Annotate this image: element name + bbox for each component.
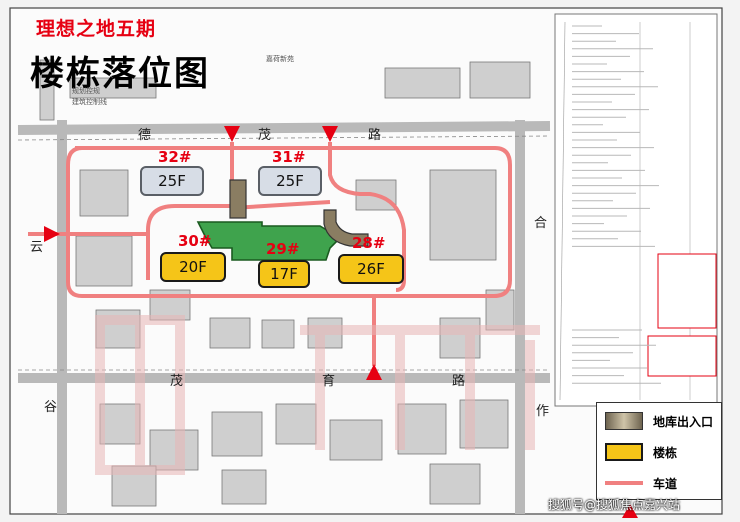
building-swatch-icon: [605, 443, 643, 461]
street-south-1: 茂: [170, 374, 184, 389]
street-north-2: 茂: [258, 128, 272, 143]
street-southwest: 谷: [44, 400, 58, 415]
note-neighbor: 嘉荷新苑: [266, 55, 294, 63]
legend-item-road: 车道: [605, 473, 677, 493]
legend: 地库出入口 楼栋 车道: [596, 402, 722, 500]
garage-entrance: [229, 179, 369, 247]
building-31[interactable]: 25F: [258, 166, 322, 196]
project-title: 理想之地五期: [36, 18, 157, 40]
watermark-logo: [95, 315, 540, 475]
building-28[interactable]: 26F: [338, 254, 404, 284]
legend-item-building: 楼栋: [605, 442, 677, 462]
street-east: 合: [534, 216, 548, 231]
city-roads: [17, 120, 551, 514]
entrance-arrows: [44, 126, 638, 518]
building-number-28: 28#: [352, 234, 386, 252]
legend-label-building: 楼栋: [653, 445, 678, 460]
building-number-32: 32#: [158, 148, 192, 166]
building-29[interactable]: 17F: [258, 260, 310, 288]
legend-label-road: 车道: [653, 476, 678, 491]
building-number-30: 30#: [178, 232, 212, 250]
building-32[interactable]: 25F: [140, 166, 204, 196]
street-west: 云: [30, 240, 44, 255]
building-number-29: 29#: [266, 240, 300, 258]
building-number-31: 31#: [272, 148, 306, 166]
page-title: 楼栋落位图: [30, 54, 210, 94]
street-southeast: 作: [536, 404, 550, 419]
road-swatch-icon: [605, 481, 643, 485]
note-control-2: 建筑控制线: [72, 98, 107, 106]
street-south-3: 路: [452, 374, 466, 389]
surrounding-blocks: [39, 59, 531, 507]
green-footprint: [196, 221, 342, 261]
note-control-1: 规划控规: [72, 87, 100, 95]
building-30[interactable]: 20F: [160, 252, 226, 282]
street-north-3: 路: [368, 128, 382, 143]
legend-item-garage: 地库出入口: [605, 411, 713, 431]
street-north-1: 德: [138, 128, 152, 143]
legend-label-garage: 地库出入口: [653, 414, 714, 429]
title-block: [554, 13, 718, 407]
garage-swatch-icon: [605, 412, 643, 430]
street-south-2: 育: [322, 374, 336, 389]
watermark-text: 搜狐号@搜狐焦点嘉兴站: [548, 498, 681, 512]
